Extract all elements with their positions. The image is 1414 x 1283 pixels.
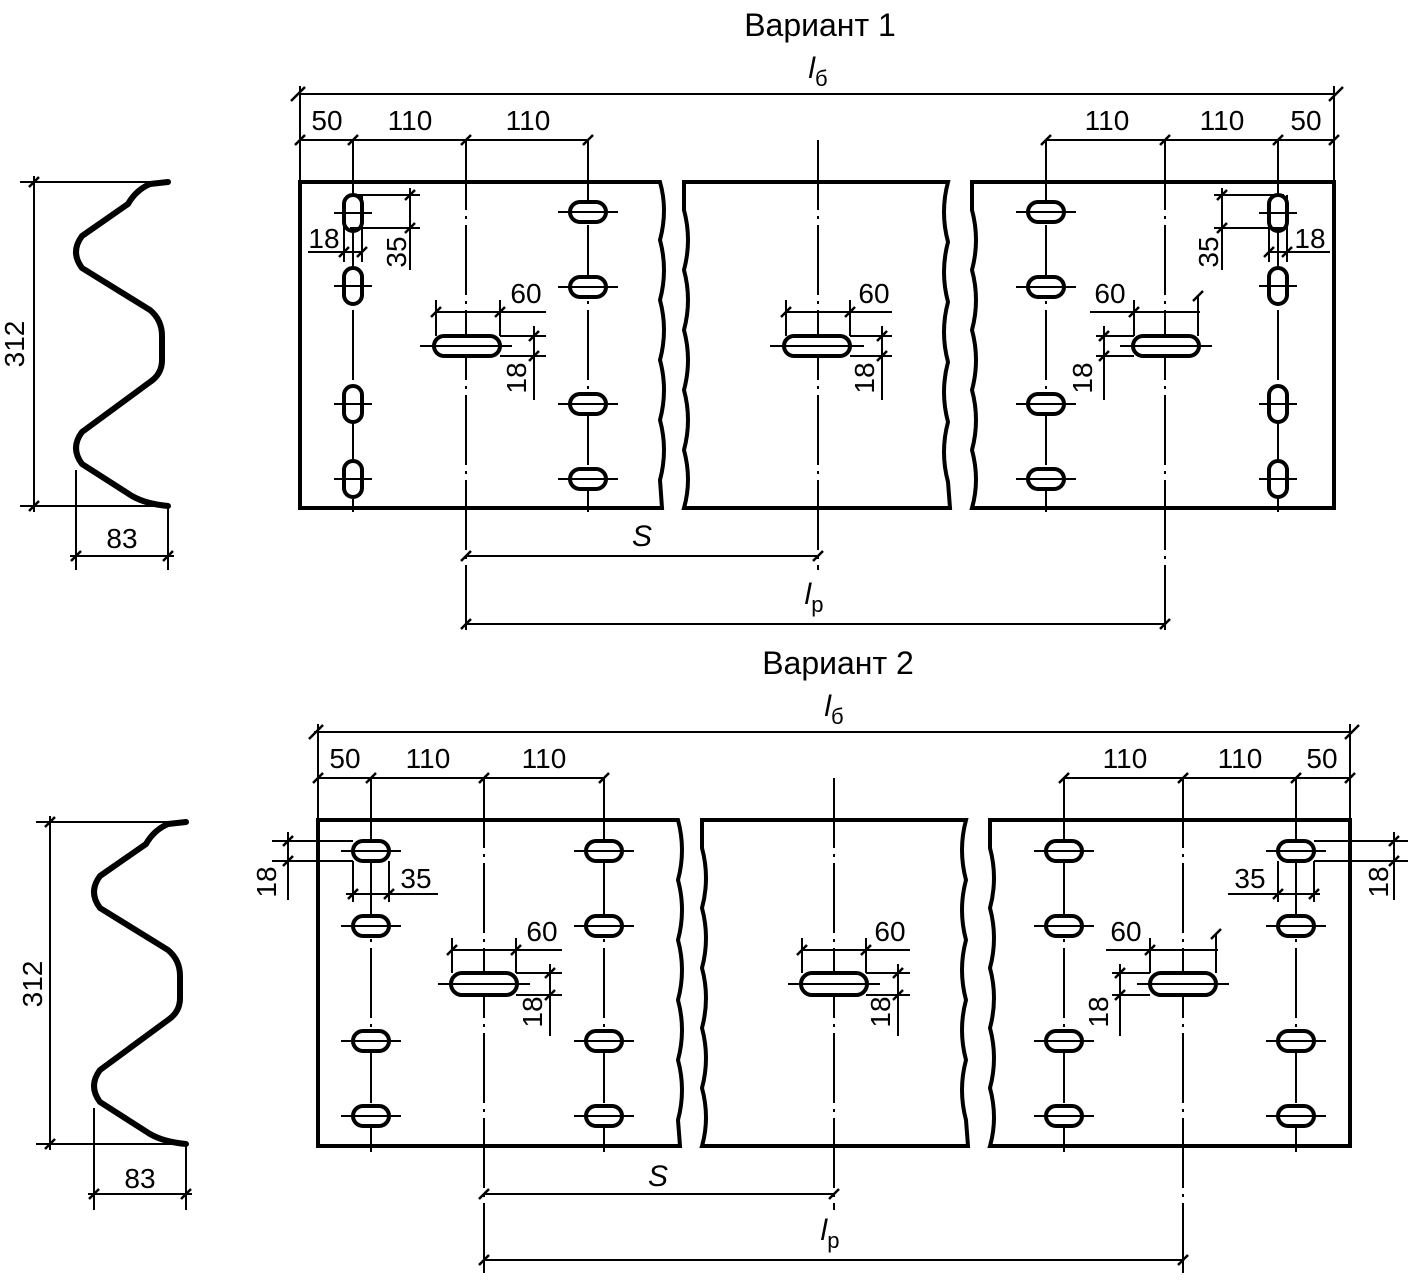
profile-section-2: 312 83 (17, 816, 192, 1210)
profile-section-1: 312 83 (0, 176, 174, 570)
hole-pitch-label-v2: 18 (251, 866, 282, 897)
post-spacing-label: lр (805, 578, 824, 617)
splice-slot-length-label-v2: 60 (526, 916, 557, 947)
bolt-holes-2 (341, 839, 1326, 1128)
offset-left-3-v2: 110 (522, 743, 567, 774)
offset-right-1: 110 (1085, 105, 1130, 136)
hole-dimensions-2: 18 35 60 18 60 (251, 832, 1408, 1036)
profile-height-label: 312 (0, 321, 30, 368)
spacing-dimensions-2: S lр (478, 1160, 1189, 1266)
right-slot-length-label: 60 (1094, 278, 1125, 309)
spacing-label-v2: S (648, 1160, 668, 1193)
profile-depth-label: 83 (106, 523, 137, 554)
center-slot-width-label: 18 (849, 362, 880, 393)
offset-left-1-v2: 50 (329, 743, 360, 774)
top-offset-dimensions: 50 110 110 110 110 50 (294, 105, 1340, 146)
hole-edge-label-right: 35 (1193, 236, 1224, 267)
offset-left-2: 110 (388, 105, 433, 136)
center-slot-length-label-v2: 60 (874, 916, 905, 947)
variant-2-title: Вариант 2 (762, 645, 914, 681)
splice-slot-width-label: 18 (501, 362, 532, 393)
hole-pitch-label: 18 (308, 223, 339, 254)
profile-depth-label-v2: 83 (124, 1163, 155, 1194)
spacing-label: S (632, 520, 652, 553)
hole-edge-label-right-v2: 35 (1234, 863, 1265, 894)
center-slot-length-label: 60 (858, 278, 889, 309)
top-offset-dimensions-2: 50 110 110 110 110 50 (312, 743, 1356, 784)
hole-pitch-label-right: 18 (1294, 223, 1325, 254)
right-slot-length-label-v2: 60 (1110, 916, 1141, 947)
center-slot-width-label-v2: 18 (865, 996, 896, 1027)
hole-pitch-label-right-v2: 18 (1363, 866, 1394, 897)
offset-right-3: 50 (1290, 105, 1321, 136)
right-slot-width-label-v2: 18 (1083, 996, 1114, 1027)
beam-sheet (298, 180, 1336, 510)
variant-2: Вариант 2 lб 50 110 110 110 110 50 (251, 645, 1408, 1276)
variant-1: Вариант 1 lб 50 110 110 110 110 (290, 7, 1344, 630)
bolt-holes (334, 193, 1297, 499)
spacing-dimensions: S lр (460, 520, 1171, 630)
offset-left-2-v2: 110 (406, 743, 451, 774)
overall-length-label-2: lб (824, 690, 843, 729)
overall-length-dimension: lб (290, 52, 1344, 182)
offset-right-2: 110 (1200, 105, 1245, 136)
hole-edge-label: 35 (381, 236, 412, 267)
splice-slot-width-label-v2: 18 (517, 996, 548, 1027)
right-slot-width-label: 18 (1067, 362, 1098, 393)
overall-length-dimension-2: lб (308, 690, 1360, 820)
offset-left-1: 50 (311, 105, 342, 136)
hole-dimensions: 18 35 60 18 60 (308, 188, 1330, 400)
splice-slot-length-label: 60 (510, 278, 541, 309)
offset-right-2-v2: 110 (1218, 743, 1263, 774)
variant-1-title: Вариант 1 (744, 7, 896, 43)
profile-height-label-v2: 312 (17, 961, 48, 1008)
offset-right-1-v2: 110 (1103, 743, 1148, 774)
overall-length-label: lб (808, 52, 827, 91)
offset-left-3: 110 (506, 105, 551, 136)
hole-edge-label-v2: 35 (400, 863, 431, 894)
post-spacing-label-v2: lр (821, 1214, 840, 1253)
offset-right-3-v2: 50 (1306, 743, 1337, 774)
